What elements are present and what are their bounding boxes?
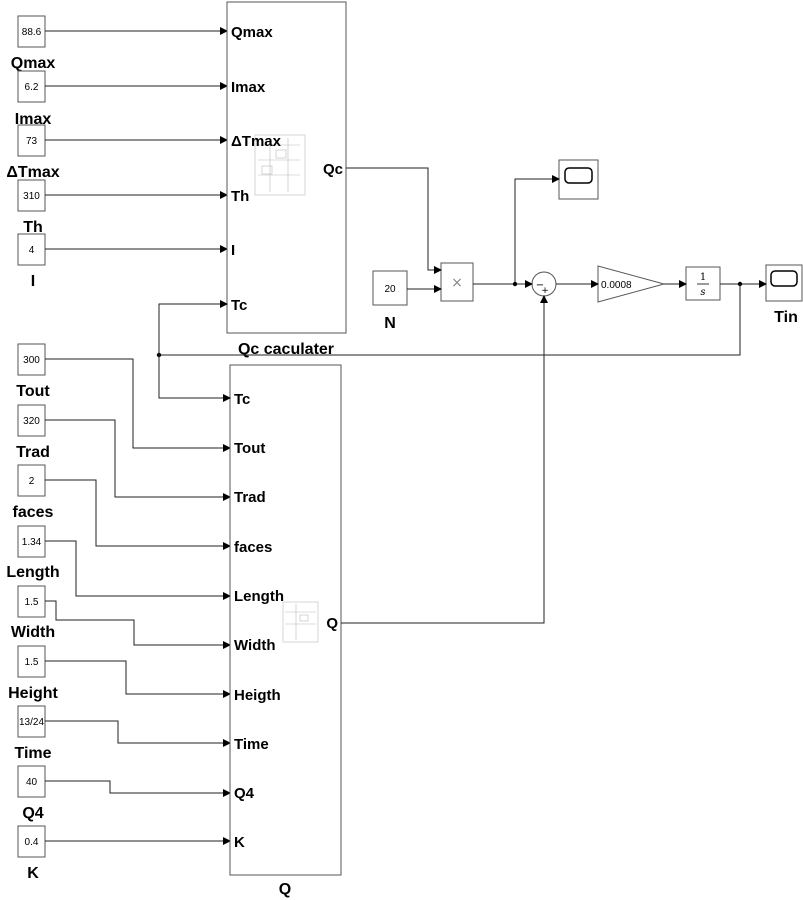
const-value: 1.5 [25, 657, 39, 668]
port-label: Qmax [231, 24, 273, 41]
const-i[interactable]: 4 [17, 233, 46, 266]
const-value: 320 [23, 416, 40, 427]
const-time[interactable]: 13/24 [17, 705, 46, 738]
const-faces[interactable]: 2 [17, 464, 46, 497]
const-label: N [384, 315, 396, 332]
const-label: Qmax [11, 55, 56, 72]
const-label: Tout [16, 383, 50, 400]
sum-block[interactable]: − + [531, 271, 557, 297]
const-k[interactable]: 0.4 [17, 825, 46, 858]
port-label: Tout [234, 440, 265, 457]
const-label: Q4 [22, 805, 43, 822]
wires-bottom-constants [45, 358, 231, 845]
const-label: Height [8, 685, 58, 702]
integrator-block[interactable]: 1 s [685, 266, 721, 301]
q-block-title: Q [279, 881, 291, 898]
const-label: Length [6, 564, 59, 581]
integrator-numerator: 1 [700, 272, 706, 283]
const-label: ΔTmax [6, 164, 59, 181]
port-label: ΔTmax [231, 133, 282, 150]
const-height[interactable]: 1.5 [17, 645, 46, 678]
scope-icon [770, 270, 798, 287]
const-value: 13/24 [19, 717, 44, 728]
scope-tin-label: Tin [774, 309, 798, 326]
const-value: 6.2 [25, 82, 39, 93]
const-th[interactable]: 310 [17, 179, 46, 212]
qc-block-title: Qc caculater [238, 341, 334, 358]
product-block[interactable]: × [440, 262, 474, 302]
subsystem-preview-icon [282, 601, 319, 643]
const-label: Trad [16, 444, 50, 461]
const-value: 300 [23, 355, 40, 366]
const-label: I [31, 273, 35, 290]
const-value: 310 [23, 191, 40, 202]
const-value: 4 [29, 245, 35, 256]
const-value: 1.34 [22, 537, 42, 548]
scope-icon [564, 167, 593, 184]
const-n[interactable]: 20 [372, 270, 408, 306]
port-label: I [231, 242, 235, 259]
port-label: Imax [231, 79, 266, 96]
const-label: Th [23, 219, 43, 236]
scope-top[interactable] [558, 159, 599, 200]
port-label: Length [234, 588, 284, 605]
gain-block[interactable]: 0.0008 [597, 265, 666, 303]
qc-calculator-block[interactable]: Qmax Imax ΔTmax Th I Tc Qc [226, 1, 347, 334]
wires-main-loop [156, 167, 767, 624]
const-label: faces [13, 504, 54, 521]
subsystem-preview-icon [254, 134, 306, 196]
port-label: Q4 [234, 785, 255, 802]
product-icon: × [451, 275, 463, 291]
const-value: 88.6 [22, 27, 42, 38]
q-block[interactable]: Tc Tout Trad faces Length Width Heigth T… [229, 364, 342, 876]
wires-top-constants [45, 27, 228, 253]
const-label: Width [11, 624, 55, 641]
port-label: Trad [234, 489, 266, 506]
const-value: 20 [384, 284, 396, 295]
const-label: K [27, 865, 39, 882]
scope-tin[interactable] [765, 264, 803, 302]
const-q4[interactable]: 40 [17, 765, 46, 798]
const-value: 2 [29, 476, 35, 487]
port-label: faces [234, 539, 272, 556]
port-label: Qc [323, 161, 343, 178]
port-label: Heigth [234, 687, 281, 704]
port-label: Time [234, 736, 269, 753]
port-label: Width [234, 637, 276, 654]
const-dtmax[interactable]: 73 [17, 124, 46, 157]
const-value: 1.5 [25, 597, 39, 608]
const-length[interactable]: 1.34 [17, 525, 46, 558]
port-label: Th [231, 188, 249, 205]
sum-sign-minus: − [536, 280, 544, 291]
const-label: Time [14, 745, 51, 762]
const-width[interactable]: 1.5 [17, 585, 46, 618]
port-label: Tc [234, 391, 250, 408]
port-label: Q [326, 615, 338, 632]
const-value: 73 [26, 136, 38, 147]
const-qmax[interactable]: 88.6 [17, 15, 46, 48]
const-value: 0.4 [25, 837, 39, 848]
const-trad[interactable]: 320 [17, 404, 46, 437]
const-imax[interactable]: 6.2 [17, 70, 46, 103]
const-tout[interactable]: 300 [17, 343, 46, 376]
integrator-denominator: s [700, 287, 705, 298]
sum-sign-plus: + [541, 286, 549, 296]
gain-value: 0.0008 [601, 280, 632, 291]
port-label: K [234, 834, 245, 851]
port-label: Tc [231, 297, 247, 314]
const-value: 40 [26, 777, 38, 788]
const-label: Imax [15, 111, 52, 128]
